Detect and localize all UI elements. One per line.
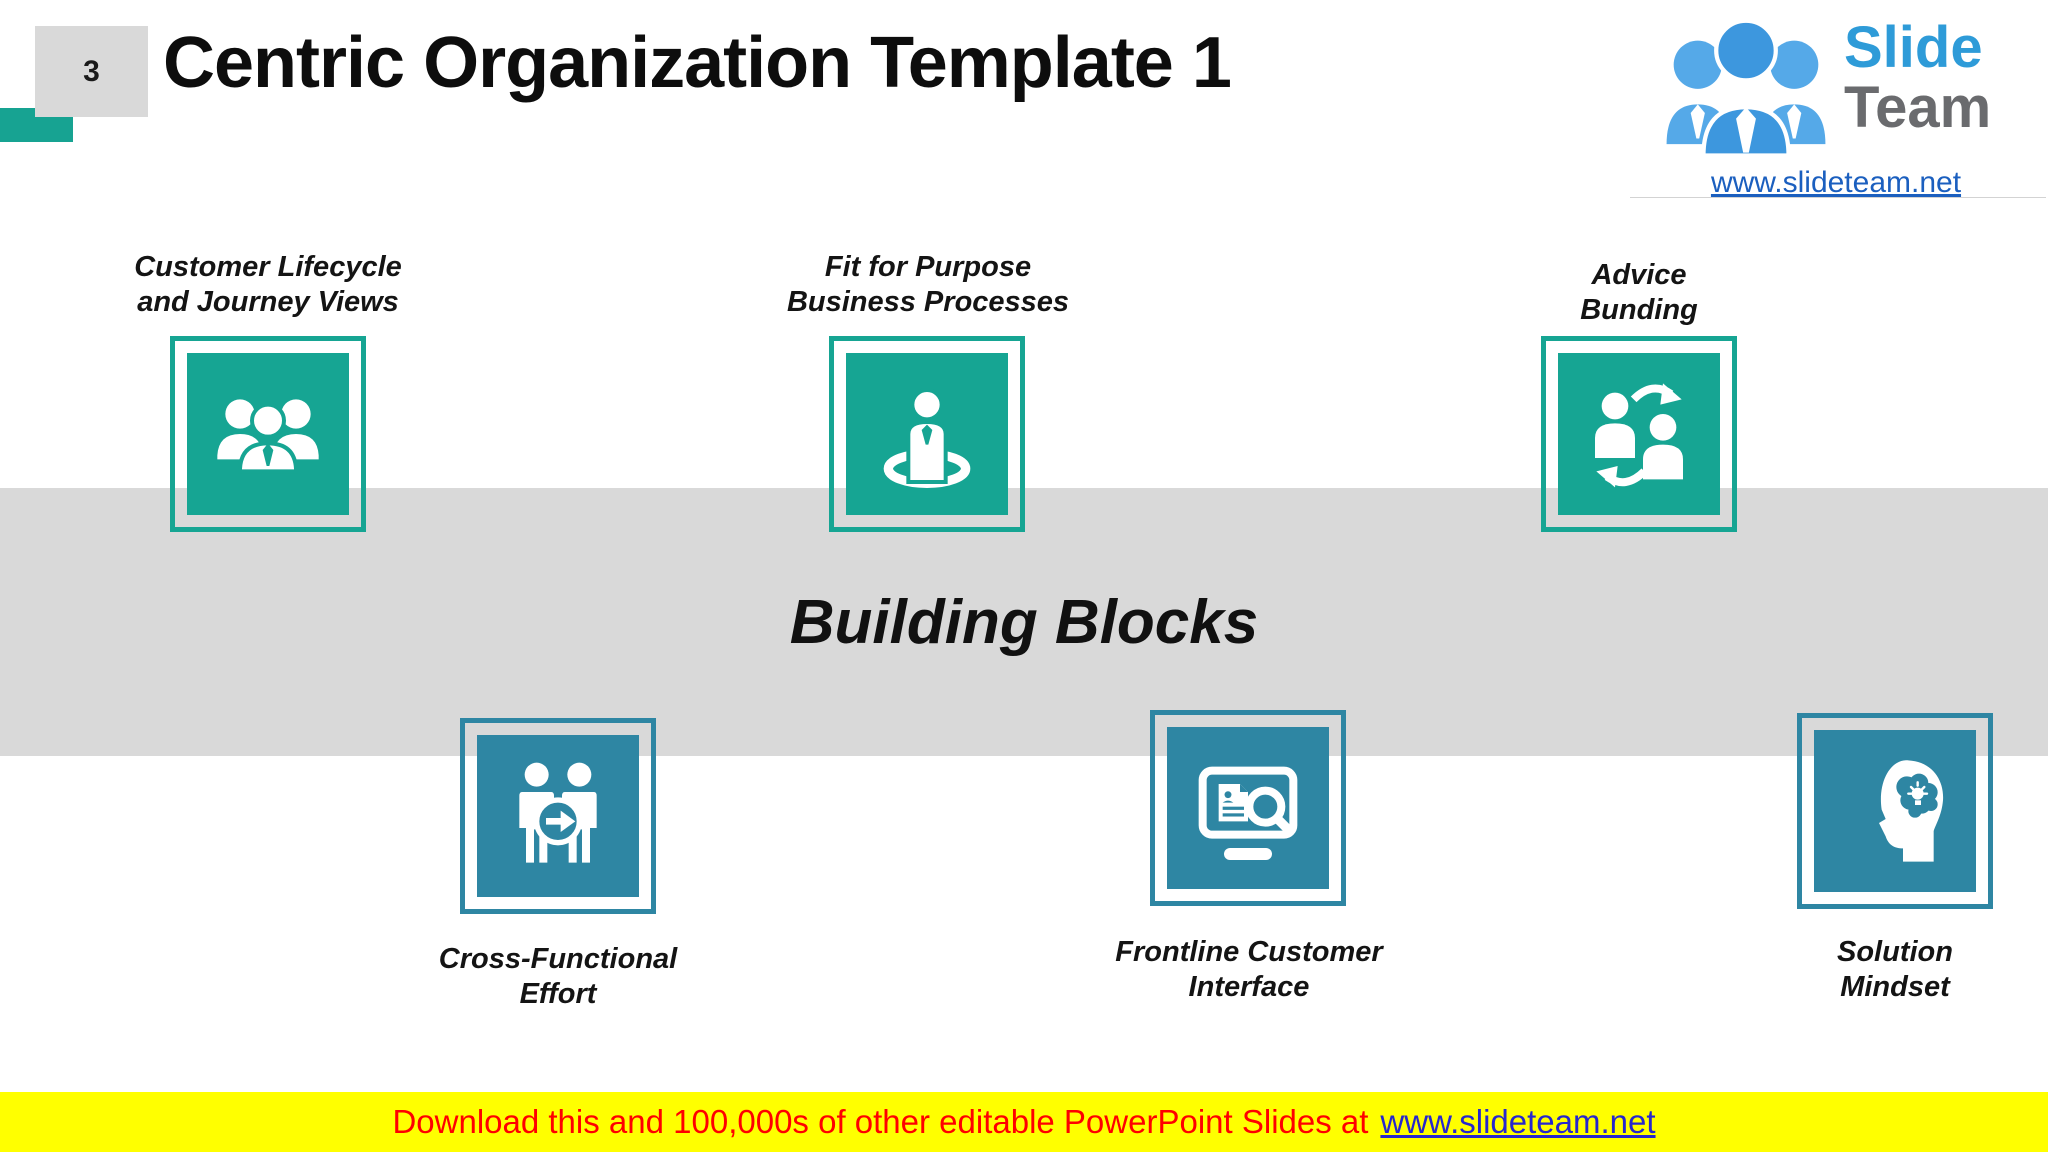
band-title: Building Blocks	[789, 587, 1259, 657]
team-group-icon	[217, 399, 319, 474]
block-label: Frontline Customer Interface	[1115, 936, 1383, 1004]
people-trio-logo-icon	[1666, 18, 1826, 158]
people-transfer-icon	[519, 762, 597, 863]
mind-idea-icon	[1879, 760, 1944, 862]
logo-divider	[1630, 197, 2046, 198]
page-title: Centric Organization Template 1	[163, 23, 1232, 103]
block-label: Cross-Functional Effort	[438, 943, 678, 1011]
block-card	[1541, 336, 1737, 532]
block-label: Solution Mindset	[1837, 936, 1953, 1004]
person-target-icon	[883, 388, 971, 488]
building-blocks-band: Building Blocks	[0, 488, 2048, 756]
block-card	[1150, 710, 1346, 906]
block-label: Customer Lifecycle and Journey Views	[134, 251, 402, 319]
block-label: Advice Bunding	[1580, 259, 1698, 327]
block-label: Fit for Purpose Business Processes	[786, 251, 1070, 319]
monitor-search-icon	[1198, 766, 1298, 860]
footer-banner: Download this and 100,000s of other edit…	[0, 1092, 2048, 1152]
people-exchange-icon	[1595, 383, 1683, 488]
block-card	[170, 336, 366, 532]
slide-number: 3	[83, 54, 100, 88]
logo-word-slide: Slide	[1844, 15, 1983, 80]
block-card	[829, 336, 1025, 532]
logo-url-link[interactable]: www.slideteam.net	[1710, 166, 1962, 199]
footer-message: Download this and 100,000s of other edit…	[392, 1103, 1369, 1140]
block-card	[460, 718, 656, 914]
slideteam-logo: Slide Team www.slideteam.net	[1630, 8, 2046, 200]
logo-word-team: Team	[1844, 75, 1992, 141]
slide-number-box: 3	[35, 26, 148, 117]
footer-link[interactable]: www.slideteam.net	[1380, 1103, 1656, 1140]
block-card	[1797, 713, 1993, 909]
